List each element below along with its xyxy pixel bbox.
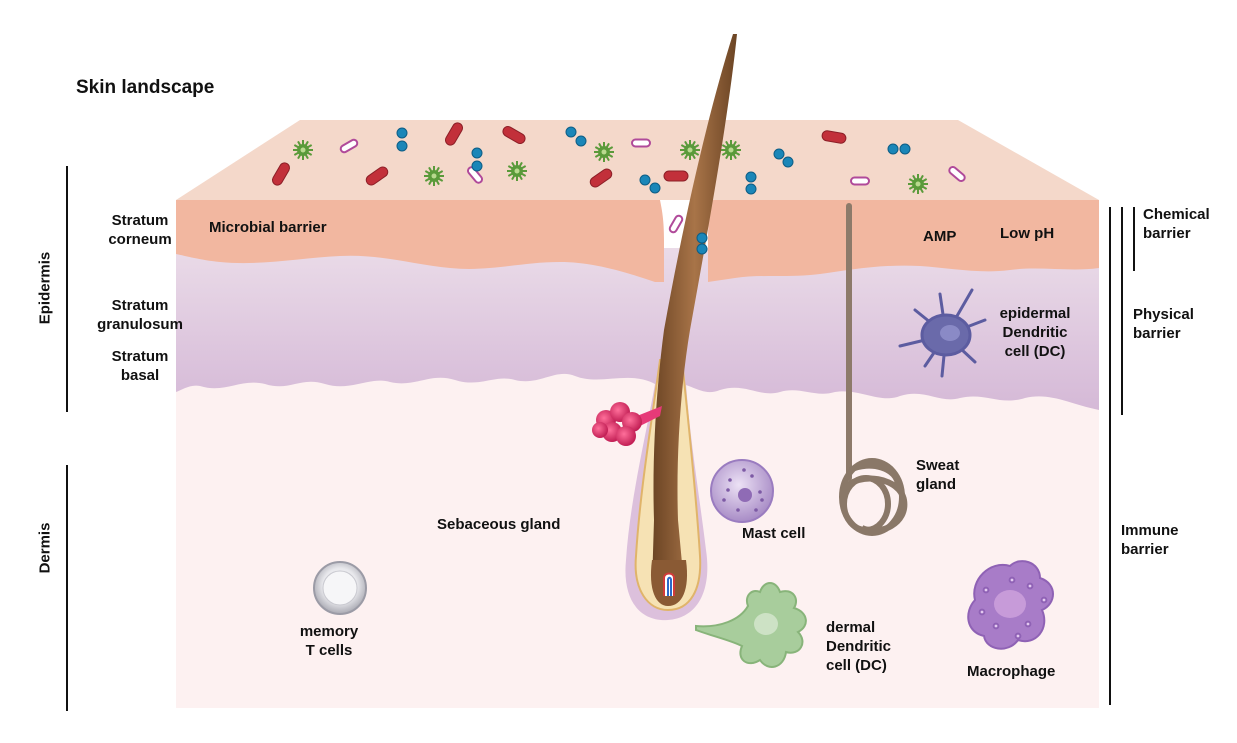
virus-particle — [507, 161, 527, 181]
epidermis-bracket — [66, 166, 68, 412]
coccus-bacterium — [745, 183, 757, 195]
microbes — [272, 122, 966, 255]
pill-bacterium — [631, 138, 651, 148]
coccus-bacterium — [696, 243, 708, 255]
coccus-bacterium — [575, 135, 587, 147]
rod-bacterium — [502, 126, 526, 144]
stratum-corneum-layer — [176, 200, 664, 282]
coccus-bacterium — [745, 171, 757, 183]
virus-particle — [680, 140, 700, 160]
hair-shaft — [652, 34, 737, 597]
pill-bacterium — [339, 138, 359, 154]
rod-bacterium — [589, 168, 613, 188]
macrophage-label: Macrophage — [967, 663, 1056, 680]
physical-barrier-bracket — [1121, 207, 1123, 415]
skin-surface — [176, 120, 1099, 200]
coccus-bacterium — [396, 127, 408, 139]
virus-particle — [424, 166, 444, 186]
dermis-label: Dermis — [36, 522, 54, 574]
coccus-bacterium — [649, 182, 661, 194]
sweat-gland-coil — [839, 458, 908, 536]
dermal-dc-cell — [695, 582, 807, 668]
rod-bacterium — [663, 170, 689, 182]
virus-particle — [908, 174, 928, 194]
rod-bacterium — [821, 130, 847, 144]
coccus-bacterium — [565, 126, 577, 138]
virus-particle — [721, 140, 741, 160]
rod-bacterium — [445, 122, 463, 146]
virus-particle — [293, 140, 313, 160]
pill-bacterium — [466, 166, 484, 184]
epidermal-dc-cell — [898, 288, 987, 378]
pill-bacterium — [668, 214, 684, 234]
dermis-bracket — [66, 465, 68, 711]
immune-barrier-bracket — [1109, 207, 1111, 705]
coccus-bacterium — [396, 140, 408, 152]
virus-particle — [594, 142, 614, 162]
microbial-barrier-label: Microbial barrier — [209, 219, 327, 236]
diagram-title: Skin landscape — [76, 77, 215, 98]
pill-bacterium — [850, 176, 870, 186]
coccus-bacterium — [471, 160, 483, 172]
pill-bacterium — [948, 165, 966, 183]
low-ph-label: Low pH — [1000, 225, 1055, 242]
epidermis-layer — [176, 248, 1099, 410]
rod-bacterium — [272, 162, 290, 186]
coccus-bacterium — [899, 143, 911, 155]
memory-t-cell — [313, 561, 367, 615]
chemical-barrier-bracket — [1133, 207, 1135, 271]
coccus-bacterium — [773, 148, 785, 160]
amp-label: AMP — [923, 228, 957, 245]
coccus-bacterium — [782, 156, 794, 168]
macrophage-cell — [967, 560, 1054, 650]
coccus-bacterium — [887, 143, 899, 155]
coccus-bacterium — [696, 232, 708, 244]
coccus-bacterium — [639, 174, 651, 186]
sebaceous-gland — [592, 402, 662, 446]
mast-cell — [710, 459, 774, 523]
coccus-bacterium — [471, 147, 483, 159]
mast-cell-label: Mast cell — [742, 525, 806, 542]
epidermis-label: Epidermis — [36, 251, 54, 325]
rod-bacterium — [365, 166, 389, 186]
sebaceous-gland-label: Sebaceous gland — [437, 516, 561, 533]
